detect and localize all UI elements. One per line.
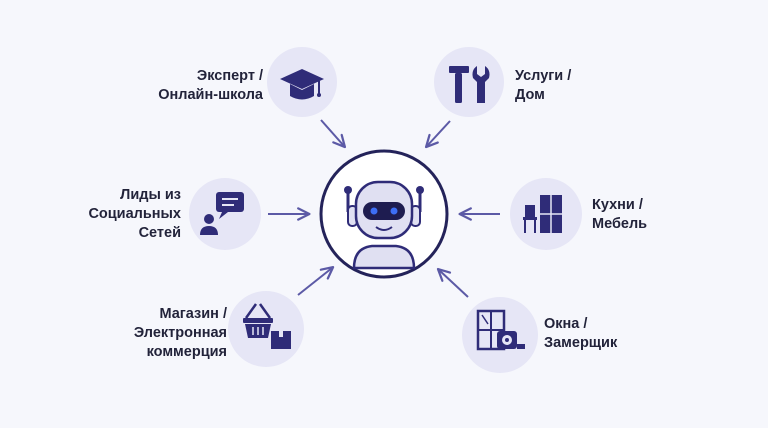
- node-windows: [462, 297, 538, 373]
- label-line: Эксперт /: [196, 68, 263, 84]
- label-line: Замерщик: [544, 335, 618, 351]
- node-expert: [267, 47, 337, 117]
- label-line: Онлайн-школа: [158, 87, 263, 103]
- node-services: [434, 47, 504, 117]
- shopping-basket-icon: [243, 303, 291, 349]
- center-node: [319, 149, 449, 279]
- label-line: Окна /: [544, 316, 588, 332]
- arrow-expert: [320, 119, 347, 149]
- label-kitchen: Кухни / Мебель: [592, 196, 647, 234]
- label-line: коммерция: [146, 344, 227, 360]
- label-line: Магазин /: [159, 306, 227, 322]
- node-kitchen: [510, 178, 582, 250]
- graduation-cap-icon: [280, 69, 324, 100]
- label-line: Дом: [515, 87, 545, 103]
- label-line: Социальных: [88, 206, 181, 222]
- label-line: Сетей: [138, 225, 181, 241]
- label-line: Электронная: [133, 325, 227, 341]
- label-expert: Эксперт / Онлайн-школа: [158, 67, 263, 105]
- label-line: Кухни /: [592, 197, 643, 213]
- label-shop: Магазин / Электронная коммерция: [134, 305, 227, 362]
- node-shop: [228, 291, 304, 367]
- label-leads: Лиды из Социальных Сетей: [88, 186, 181, 243]
- window-tape-measure-icon: [476, 309, 525, 351]
- arrow-shop: [297, 266, 335, 296]
- label-line: Лиды из: [120, 187, 181, 203]
- arrow-services: [424, 120, 451, 149]
- label-windows: Окна / Замерщик: [544, 315, 617, 353]
- arrows: [268, 119, 500, 298]
- label-line: Мебель: [592, 216, 648, 232]
- node-leads: [189, 178, 261, 250]
- hammer-wrench-icon: [449, 66, 490, 103]
- robot-icon: [344, 180, 424, 270]
- furniture-icon: [523, 195, 562, 233]
- arrow-windows: [436, 267, 469, 298]
- label-line: Услуги /: [515, 68, 572, 84]
- label-services: Услуги / Дом: [515, 67, 571, 105]
- chat-user-icon: [200, 192, 244, 235]
